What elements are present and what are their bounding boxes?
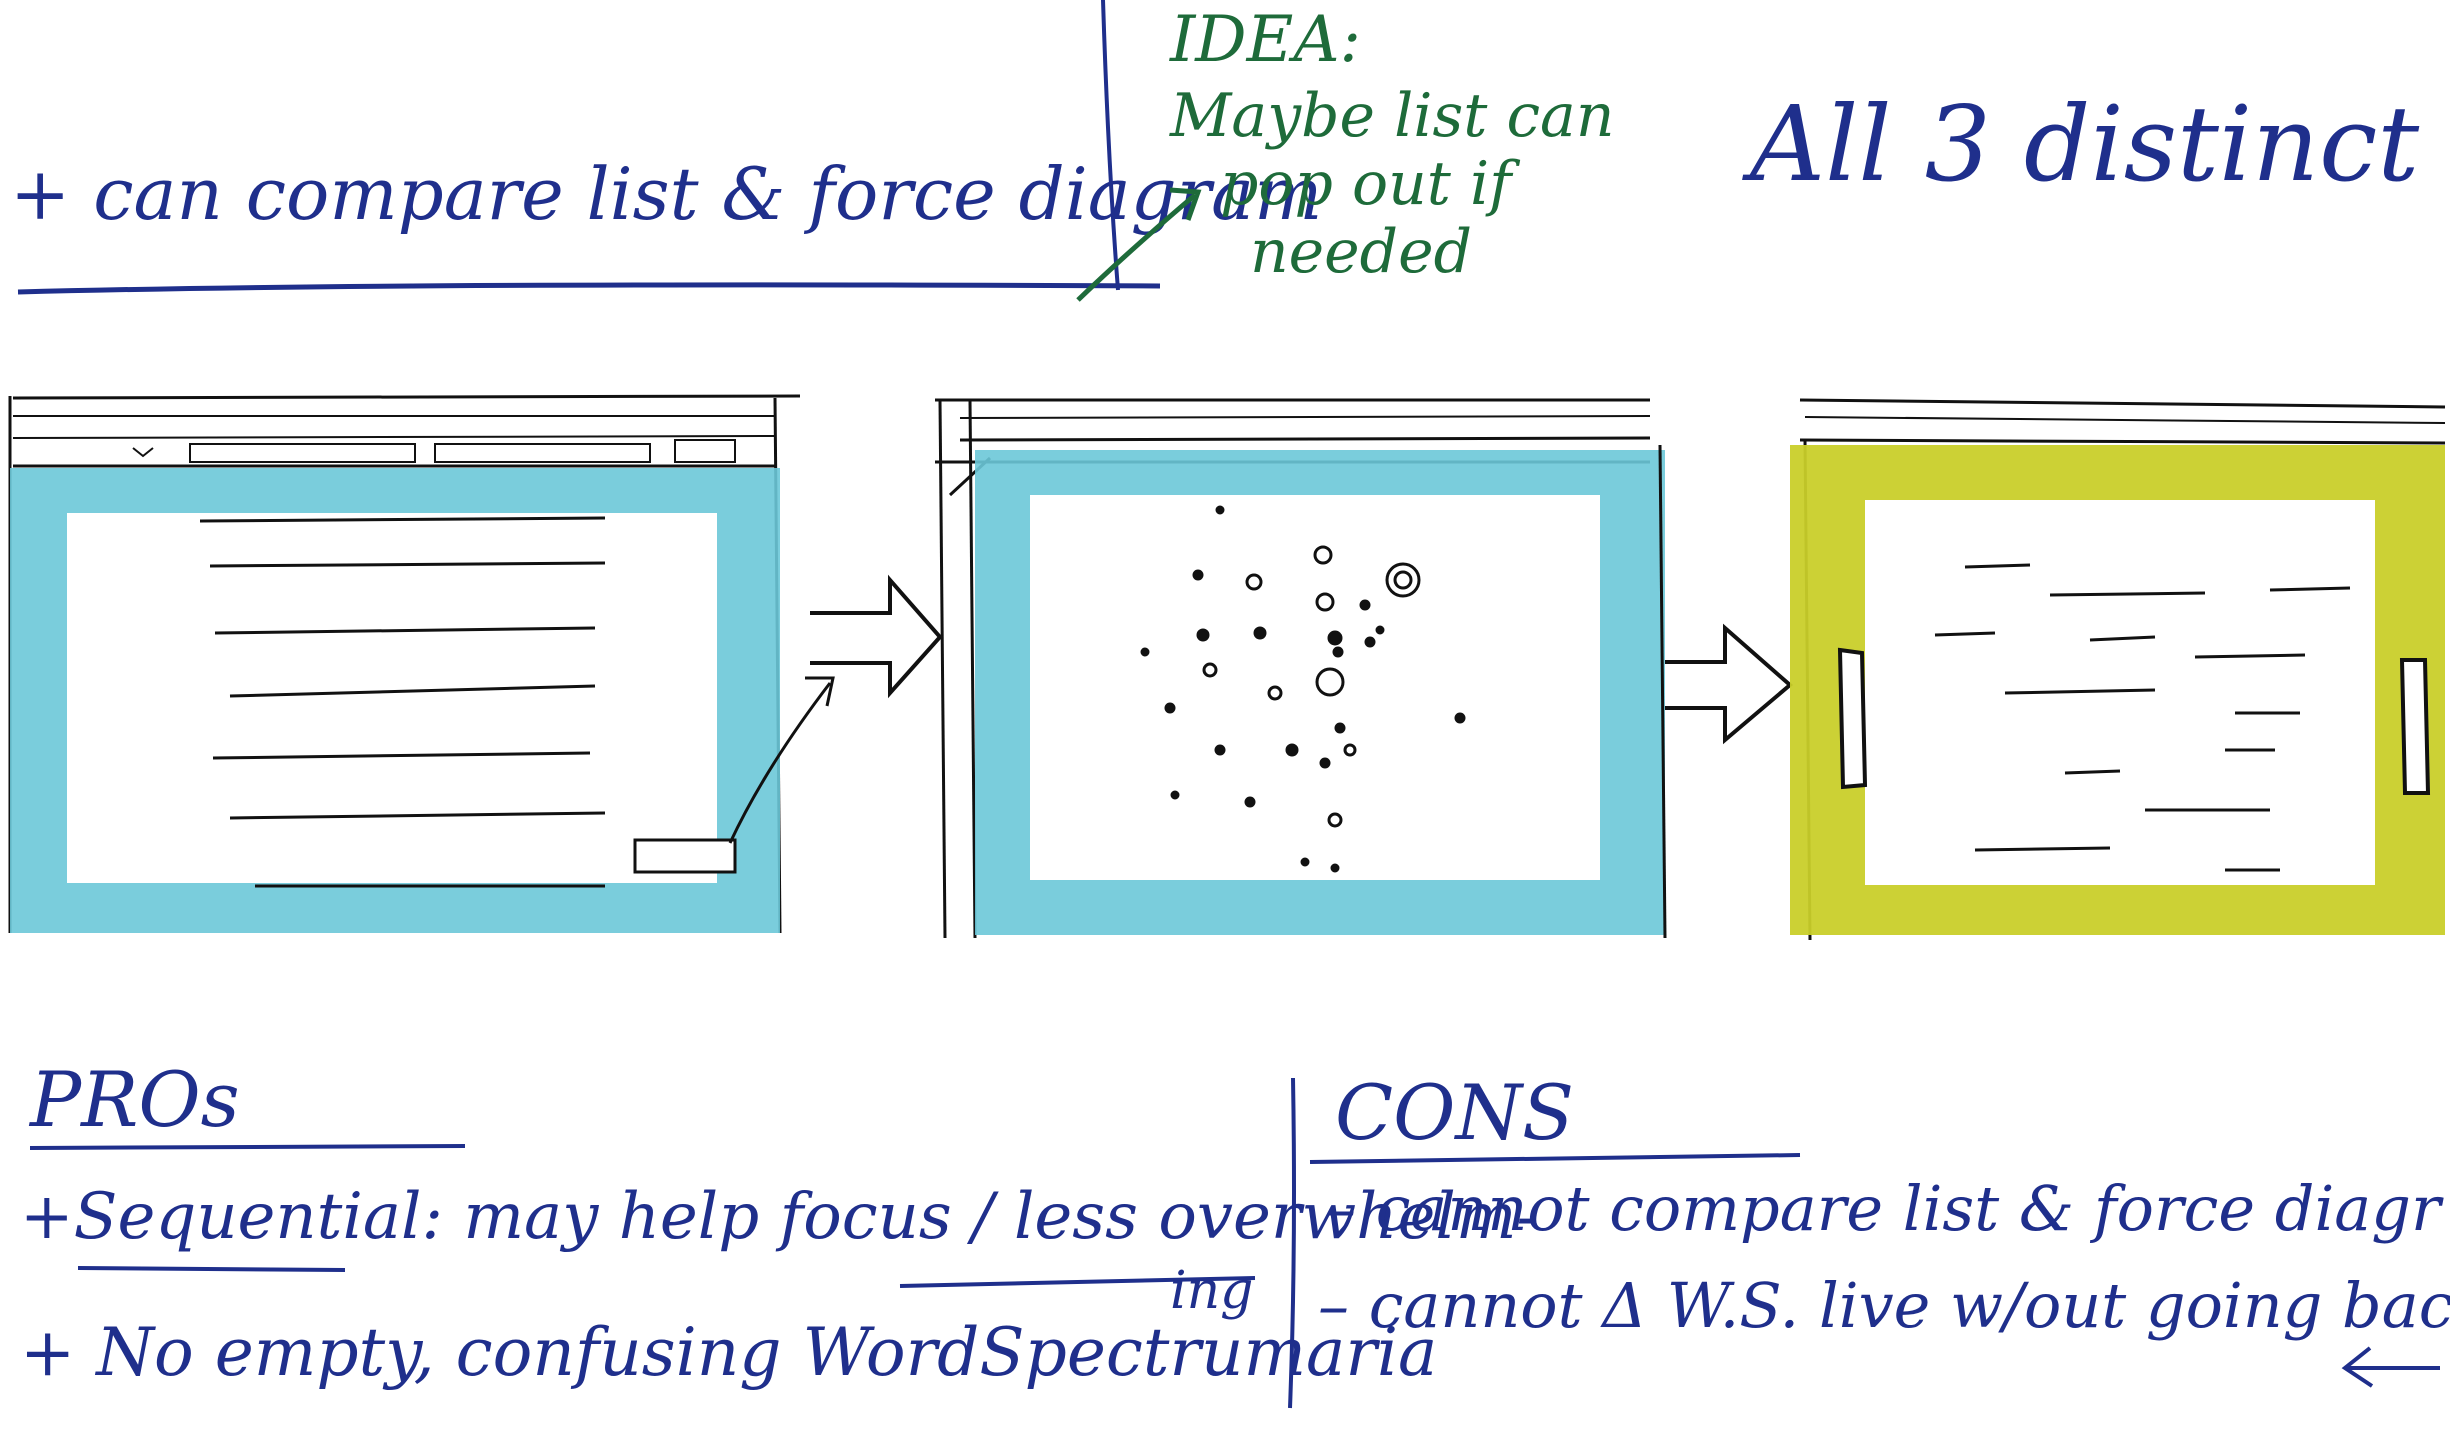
force-diagram-sketch: [935, 398, 1667, 939]
wireframe-list-view: [5, 388, 835, 948]
pros-item-2: + No empty, confusing WordSpectrumaria: [20, 1314, 1438, 1391]
all-distinct-note: All 3 distinct: [1750, 83, 2420, 205]
top-note: + can compare list & force diagram: [10, 152, 1323, 236]
pros-header: PROs: [30, 1055, 240, 1144]
cons-item-2: – cannot Δ W.S. live w/out going bac: [1318, 1269, 2450, 1342]
pros-item-1-continuation: ing: [1170, 1261, 1254, 1321]
arrow-list-to-force: [810, 574, 943, 699]
pros-item-1-text: +Sequential: may help focus /: [20, 1180, 994, 1254]
force-nodes: [1140, 505, 1466, 873]
idea-line-1: Maybe list can: [1170, 81, 1615, 151]
wireframe-force-diagram: [930, 390, 1670, 950]
idea-title: IDEA:: [1170, 3, 1362, 77]
idea-line-2: pop out if: [1220, 149, 1512, 219]
pros-item-1: +Sequential: may help focus / less overw…: [20, 1185, 1538, 1249]
wireframe-distinct-view: [1780, 395, 2446, 955]
cons-item-1: – cannot compare list & force diagr: [1325, 1172, 2441, 1245]
idea-line-3: needed: [1250, 217, 1472, 287]
cons-header: CONS: [1335, 1068, 1575, 1157]
list-view-sketch: [8, 394, 835, 934]
distinct-view-sketch: [1790, 398, 2446, 941]
pros-item-1-emphasis: less overwhelm-: [1013, 1180, 1539, 1254]
idea-note: IDEA: Maybe list can pop out if needed: [1170, 8, 1630, 282]
